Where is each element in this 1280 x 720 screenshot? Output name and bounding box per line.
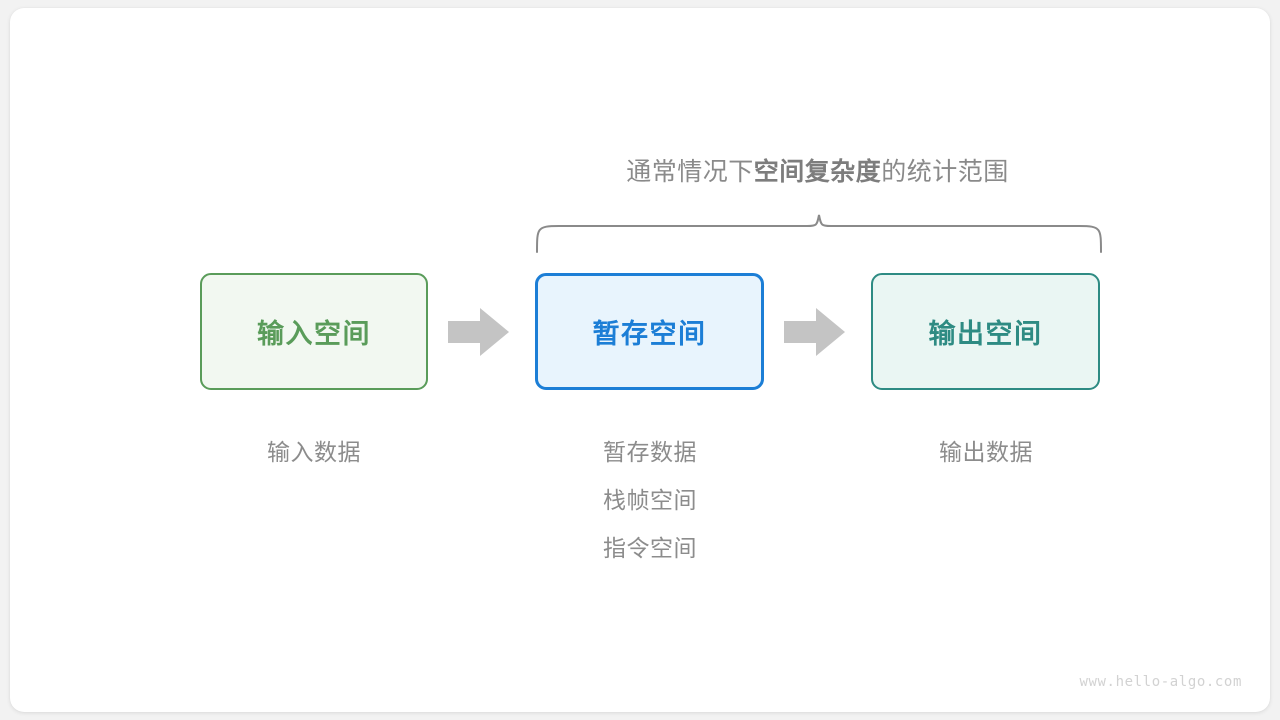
- node-title-input: 输入空间: [257, 319, 371, 349]
- arrow-right-icon: [448, 308, 509, 356]
- node-box-input[interactable]: 输入空间: [200, 273, 428, 390]
- node-caption-temp: 暂存数据 栈帧空间 指令空间: [500, 428, 800, 572]
- node-caption-input: 输入数据: [164, 428, 464, 476]
- arrow-right-icon: [784, 308, 845, 356]
- scope-caption-suffix: 的统计范围: [881, 158, 1009, 186]
- caption-line: 指令空间: [603, 535, 697, 561]
- caption-line: 输入数据: [267, 439, 361, 465]
- node-title-temp: 暂存空间: [592, 319, 707, 349]
- node-title-output: 输出空间: [928, 319, 1043, 349]
- caption-line: 暂存数据: [603, 439, 697, 465]
- scope-brace: [536, 214, 1102, 253]
- scope-caption-emphasis: 空间复杂度: [753, 158, 882, 186]
- diagram-canvas: 通常情况下空间复杂度的统计范围 输入空间 暂存空间 输出空间 输入数据 暂存数据…: [10, 8, 1270, 712]
- flow-arrow-icon-1: [448, 308, 509, 356]
- scope-caption: 通常情况下空间复杂度的统计范围: [535, 152, 1100, 192]
- node-caption-output: 输出数据: [836, 428, 1136, 476]
- watermark: www.hello-algo.com: [1079, 674, 1242, 690]
- brace-path: [536, 214, 1102, 253]
- node-box-output[interactable]: 输出空间: [871, 273, 1100, 390]
- flow-arrow-icon-2: [784, 308, 845, 356]
- node-box-temp[interactable]: 暂存空间: [535, 273, 764, 390]
- caption-line: 栈帧空间: [603, 487, 697, 513]
- scope-caption-prefix: 通常情况下: [626, 158, 754, 186]
- caption-line: 输出数据: [939, 439, 1033, 465]
